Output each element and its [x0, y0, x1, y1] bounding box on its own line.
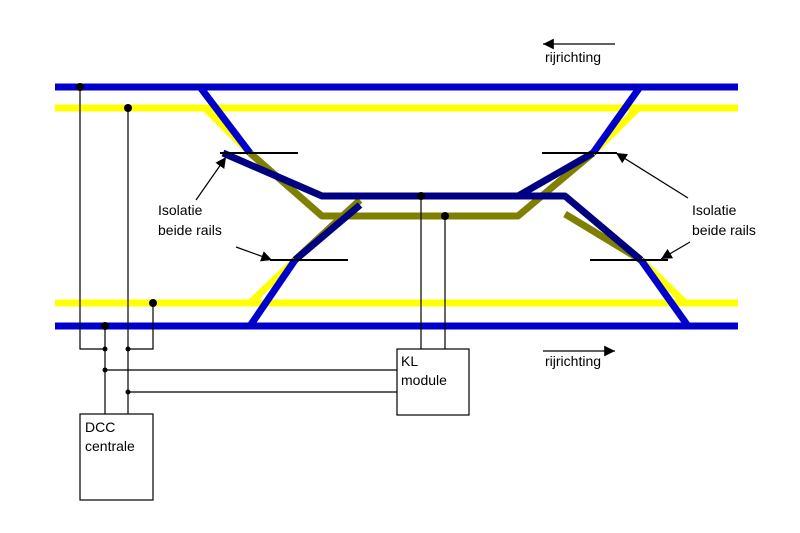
- right-blue-diag-top: [590, 84, 643, 156]
- isolation-right-line1: Isolatie: [692, 202, 737, 218]
- junction-dot: [101, 322, 109, 330]
- dcc-centrale: DCC centrale: [79, 413, 154, 501]
- direction-top-label: rijrichting: [545, 49, 601, 65]
- isolation-annotation-right: Isolatie beide rails: [615, 152, 756, 260]
- left-blue-diag-bottom: [247, 258, 298, 328]
- junction-dot: [124, 104, 132, 112]
- isolation-left-line1: Isolatie: [158, 202, 203, 218]
- arrow-icon: [235, 246, 273, 262]
- junction-dot: [102, 346, 108, 352]
- dark-blue-left-cross-diag: [292, 202, 363, 263]
- direction-bottom-label: rijrichting: [545, 353, 601, 369]
- direction-bottom: rijrichting: [543, 345, 615, 369]
- kl-module: KL module: [396, 348, 470, 416]
- junction-dot: [125, 389, 131, 395]
- isolation-right-line2: beide rails: [692, 222, 756, 238]
- dcc-centrale-label-line2: centrale: [85, 438, 135, 454]
- dark-blue-middle-rail: [221, 149, 644, 263]
- wiring: [79, 87, 446, 414]
- isolation-marks: [220, 152, 668, 261]
- direction-top: rijrichting: [543, 38, 615, 65]
- olive-middle-rail: [247, 150, 596, 220]
- junction-dot: [102, 367, 108, 373]
- dark-blue-right-upper-diag: [516, 149, 595, 200]
- junction-dot: [149, 299, 157, 307]
- arrow-icon: [660, 241, 691, 260]
- blue-rails: [55, 83, 738, 330]
- dark-blue-rails: [221, 149, 644, 263]
- junction-dot: [125, 346, 131, 352]
- arrow-icon: [195, 156, 227, 201]
- connection-dots: [76, 83, 449, 395]
- arrow-icon: [615, 152, 689, 199]
- kl-module-label-line1: KL: [401, 353, 418, 369]
- junction-dot: [417, 192, 425, 200]
- kl-module-label-line2: module: [401, 372, 447, 388]
- isolation-left-line2: beide rails: [158, 222, 222, 238]
- junction-dot: [441, 212, 449, 220]
- left-blue-diag-top: [197, 84, 253, 156]
- dcc-centrale-label-line1: DCC: [85, 419, 115, 435]
- right-blue-diag-bottom: [638, 257, 691, 329]
- isolation-annotation-left: Isolatie beide rails: [158, 156, 273, 262]
- junction-dot: [76, 83, 84, 91]
